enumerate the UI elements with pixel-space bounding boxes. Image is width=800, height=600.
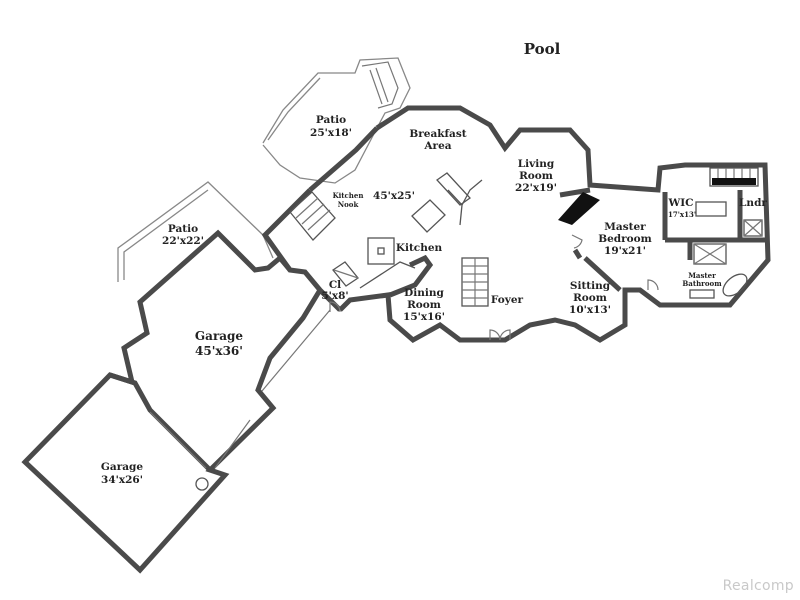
- living-name-2: Room: [519, 170, 553, 182]
- kitchen-nook-name-1: Kitchen: [333, 191, 364, 200]
- sitting-size: 10'x13': [569, 304, 611, 316]
- breakfast-name-1: Breakfast: [409, 128, 466, 140]
- wic-name: WIC: [667, 197, 693, 209]
- dining-size: 15'x16': [403, 311, 445, 323]
- house-walls: [261, 105, 771, 344]
- garage-main-name: Garage: [195, 329, 244, 343]
- patio-lower-outline: [117, 181, 274, 282]
- closet-name: Cl: [329, 279, 341, 291]
- foyer-stairs: [461, 257, 489, 307]
- patio-upper-outline: [262, 57, 411, 184]
- kitchen-fixtures: [332, 172, 483, 289]
- foyer-name: Foyer: [491, 294, 524, 306]
- great-room-size: 45'x25': [373, 190, 415, 202]
- sitting-name-1: Sitting: [570, 280, 611, 292]
- kitchen-name: Kitchen: [396, 242, 443, 254]
- patio-lower-name: Patio: [168, 223, 198, 235]
- kitchen-nook-name-2: Nook: [338, 200, 359, 209]
- breakfast-name-2: Area: [423, 140, 451, 152]
- sitting-name-2: Room: [573, 292, 607, 304]
- patio-upper-size: 25'x18': [310, 127, 352, 139]
- garage-side-name: Garage: [101, 461, 143, 473]
- dining-name-2: Room: [407, 299, 441, 311]
- fireplace-icon: [558, 192, 600, 225]
- nook-stairs: [289, 191, 336, 241]
- water-heater-icon: [195, 477, 209, 491]
- watermark: Realcomp: [722, 578, 794, 594]
- patio-upper-name: Patio: [316, 114, 346, 126]
- dining-name-1: Dining: [404, 287, 444, 299]
- garage-side-size: 34'x26': [101, 474, 143, 486]
- living-size: 22'x19': [515, 182, 557, 194]
- laundry-name: Lndr: [739, 197, 767, 209]
- patio-lower-size: 22'x22': [162, 235, 204, 247]
- wic-size: 17'x13': [668, 210, 696, 219]
- master-bed-name-2: Bedroom: [598, 233, 652, 245]
- master-stairs: [709, 167, 759, 187]
- garage-walls: [21, 229, 331, 574]
- master-bath-name-2: Bathroom: [682, 279, 722, 288]
- master-bath-name-1: Master: [688, 271, 716, 280]
- pool-label: Pool: [524, 40, 561, 58]
- master-bed-size: 19'x21': [604, 245, 646, 257]
- closet-size: 5'x8': [321, 290, 348, 302]
- master-bed-name-1: Master: [604, 221, 646, 233]
- door-swings: [329, 234, 659, 341]
- garage-main-size: 45'x36': [195, 344, 243, 358]
- living-name-1: Living: [518, 158, 555, 170]
- master-bath-fixtures: [689, 201, 763, 299]
